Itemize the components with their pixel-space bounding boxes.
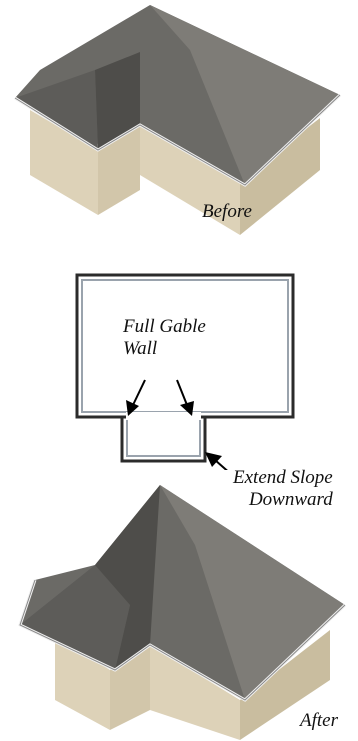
full-gable-line1: Full Gable — [123, 316, 206, 337]
floor-plan — [75, 273, 295, 470]
before-roof-hip-left — [15, 70, 98, 150]
before-wall-left — [30, 110, 98, 215]
after-wall-right — [150, 645, 240, 740]
gable-arrow-right — [176, 379, 194, 416]
before-wall-right — [140, 120, 240, 235]
extend-slope-arrow — [205, 452, 228, 470]
full-gable-line2: Wall — [123, 337, 158, 359]
after-roof-ridge-face — [160, 485, 345, 700]
before-wall-front — [98, 125, 140, 215]
after-roof-front-wing — [95, 485, 160, 670]
extend-slope-label: Extend Slope Downward — [233, 467, 333, 511]
wing-room-outline — [120, 415, 207, 463]
main-room-outline — [75, 273, 295, 419]
gable-arrow-left — [126, 379, 146, 416]
after-roof-extended-slope — [20, 565, 130, 670]
after-house-render — [18, 485, 347, 740]
extend-slope-line2: Downward — [248, 488, 333, 510]
before-wall-side — [240, 118, 320, 235]
full-gable-label: Full Gable Wall — [123, 316, 206, 360]
after-caption: After — [300, 710, 338, 731]
after-wall-left — [55, 635, 110, 730]
extend-slope-line1: Extend Slope — [233, 467, 333, 488]
before-roof-front-wing — [95, 52, 140, 150]
before-house-render — [14, 5, 342, 235]
before-caption: Before — [202, 201, 252, 222]
after-wall-side — [240, 630, 330, 740]
